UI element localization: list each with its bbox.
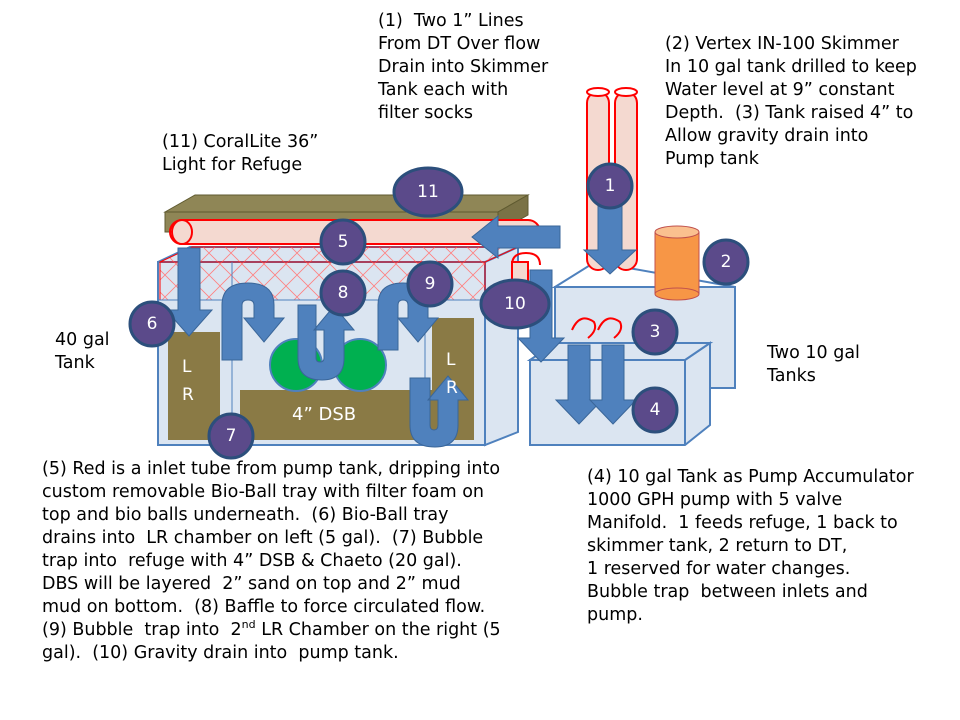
badge-8: 8	[319, 269, 367, 317]
badge-label: 2	[721, 252, 732, 272]
filter-socks	[571, 317, 623, 339]
badge-label: 1	[605, 176, 616, 196]
note-skimmer: (2) Vertex IN-100 Skimmer In 10 gal tank…	[665, 34, 917, 169]
badge-label: 5	[338, 232, 349, 252]
dsb-sand-bed	[240, 390, 432, 440]
badge-10: 10	[479, 278, 551, 330]
badge-4: 4	[631, 386, 679, 434]
badges: 1 2 3 4 5 6 7 8 9 10 11	[128, 162, 750, 460]
badge-9: 9	[406, 260, 454, 308]
badge-2: 2	[702, 238, 750, 286]
badge-label: 3	[650, 322, 661, 342]
badge-label: 6	[147, 314, 158, 334]
badge-label: 8	[338, 283, 349, 303]
badge-label: 4	[650, 400, 661, 420]
badge-5: 5	[319, 218, 367, 266]
badge-7: 7	[207, 412, 255, 460]
badge-1: 1	[586, 162, 634, 210]
skimmer-cylinder	[654, 225, 700, 301]
badge-3: 3	[631, 308, 679, 356]
note-pump-accumulator: (4) 10 gal Tank as Pump Accumulator 1000…	[587, 467, 914, 625]
skimmer-tank-top	[555, 287, 735, 310]
badge-label: 11	[417, 182, 439, 202]
badge-label: 10	[504, 294, 526, 314]
label-two-10gal-tanks: Two 10 gal Tanks	[767, 343, 860, 386]
badge-11: 11	[392, 166, 464, 218]
badge-6: 6	[128, 300, 176, 348]
note-overflow-lines: (1) Two 1” Lines From DT Over flow Drain…	[378, 11, 549, 123]
label-40gal-tank: 40 gal Tank	[55, 330, 110, 373]
lr-chamber-left	[168, 332, 220, 440]
dsb-label: 4” DSB	[292, 404, 356, 425]
badge-label: 9	[425, 274, 436, 294]
note-refuge-description: (5) Red is a inlet tube from pump tank, …	[42, 459, 501, 663]
badge-label: 7	[226, 426, 237, 446]
note-coralite-light: (11) CoralLite 36” Light for Refuge	[162, 132, 319, 175]
